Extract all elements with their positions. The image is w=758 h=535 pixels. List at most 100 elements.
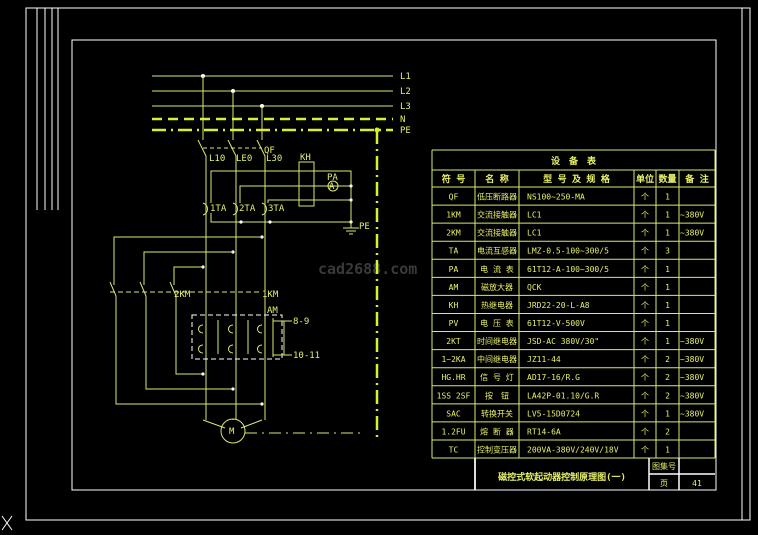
table-cell: 转换开关: [481, 408, 513, 418]
table-cell: ~380V: [680, 355, 704, 364]
table-cell: NS100~250-MA: [527, 193, 585, 202]
bus-l2-label: L2: [400, 87, 411, 97]
table-cell: TA: [449, 247, 459, 256]
table-cell: 1: [665, 409, 670, 418]
table-cell: 个: [641, 409, 649, 418]
table-cell: LC1: [527, 229, 542, 238]
km1-label: 1KM: [262, 290, 279, 300]
table-cell: 个: [641, 283, 649, 292]
table-cell: 个: [641, 427, 649, 436]
table-cell: 2KT: [446, 337, 461, 346]
table-cell: ~380V: [680, 409, 704, 418]
table-cell: 200VA-380V/240V/18V: [527, 445, 619, 454]
table-cell: 1: [665, 265, 670, 274]
table-cell: 个: [641, 373, 649, 382]
table-cell: HG.HR: [441, 373, 465, 382]
table-cell: 熔 断 器: [480, 426, 514, 436]
table-cell: JZ11-44: [527, 355, 561, 364]
table-cell: 3: [665, 247, 670, 256]
table-cell: 磁放大器: [481, 282, 513, 292]
ta2-label: 2TA: [239, 204, 256, 214]
table-cell: LA42P-01.10/G.R: [527, 391, 599, 400]
table-cell: LV5-15D0724: [527, 409, 580, 418]
table-cell: 1: [665, 337, 670, 346]
table-cell: 个: [641, 445, 649, 454]
table-cell: 2: [665, 427, 670, 436]
bus-n-label: N: [400, 115, 405, 125]
le0-label: LE0: [236, 154, 252, 164]
table-cell: 个: [641, 319, 649, 328]
circuit-wiring: [109, 74, 380, 444]
table-cell: 电 流 表: [480, 264, 514, 274]
table-cell: 1SS 2SF: [437, 391, 471, 400]
table-header-0: 符 号: [442, 173, 465, 185]
table-cell: 1~2KA: [441, 355, 465, 364]
table-header-1: 名 称: [485, 173, 508, 185]
table-cell: QCK: [527, 283, 542, 292]
table-cell: 1: [665, 319, 670, 328]
table-cell: 热继电器: [481, 300, 513, 310]
table-cell: 61T12-A-100~300/5: [527, 265, 609, 274]
table-cell: 2KM: [446, 229, 461, 238]
page-label: 页: [660, 479, 668, 488]
ta3-label: 3TA: [268, 204, 285, 214]
bus-l3-label: L3: [400, 102, 411, 112]
table-cell: JRD22-20-L-A8: [527, 301, 590, 310]
table-header-5: 备 注: [684, 173, 708, 185]
table-cell: ~380V: [680, 337, 704, 346]
pe-label: PE: [359, 222, 370, 232]
table-cell: 1: [665, 211, 670, 220]
table-cell: PA: [449, 265, 459, 274]
ta1-label: 1TA: [210, 204, 227, 214]
table-cell: 个: [641, 265, 649, 274]
table-cell: RT14-6A: [527, 427, 561, 436]
table-cell: 61T12-V-500V: [527, 319, 585, 328]
table-cell: 中间继电器: [477, 354, 517, 364]
table-cell: SAC: [446, 409, 461, 418]
table-cell: 交流接触器: [477, 210, 517, 220]
table-cell: 信 号 灯: [480, 372, 514, 382]
table-cell: PV: [449, 319, 459, 328]
table-cell: 个: [641, 229, 649, 238]
table-cell: ~380V: [680, 391, 704, 400]
table-cell: QF: [449, 193, 459, 202]
qf-label: QF: [264, 146, 275, 156]
atlas-number-label: 图集号: [652, 461, 676, 471]
table-cell: ~380V: [680, 211, 704, 220]
table-cell: JSD-AC 380V/30": [527, 337, 599, 346]
bus-pe-label: PE: [400, 126, 411, 136]
table-cell: 个: [641, 337, 649, 346]
table-cell: 交流接触器: [477, 228, 517, 238]
table-cell: 2: [665, 373, 670, 382]
kh-label: KH: [300, 153, 311, 163]
table-cell: 1.2FU: [441, 427, 465, 436]
page-number: 41: [692, 479, 702, 488]
table-cell: 1: [665, 301, 670, 310]
bus-l1-label: L1: [400, 72, 411, 82]
l30-label: L30: [266, 154, 282, 164]
table-cell: 1: [665, 445, 670, 454]
table-header-4: 数量: [658, 173, 676, 185]
table-header-2: 型 号 及 规 格: [543, 173, 611, 185]
motor-label: M: [229, 427, 235, 437]
terminal-8-9: 8-9: [293, 317, 309, 327]
table-cell: 个: [641, 301, 649, 310]
table-cell: 个: [641, 355, 649, 364]
table-header-3: 单位: [636, 173, 654, 185]
table-cell: 个: [641, 247, 649, 256]
table-cell: 电 压 表: [480, 318, 514, 328]
table-cell: 个: [641, 211, 649, 220]
table-cell: 控制变压器: [477, 444, 517, 454]
table-cell: 1: [665, 229, 670, 238]
table-cell: 1: [665, 193, 670, 202]
km2-label: 2KM: [174, 290, 191, 300]
table-cell: ~380V: [680, 373, 704, 382]
table-cell: 电流互感器: [477, 246, 517, 256]
power-buses: [152, 75, 393, 132]
table-title: 设 备 表: [551, 155, 597, 167]
table-cell: LC1: [527, 211, 542, 220]
table-cell: LMZ-0.5-100~300/5: [527, 247, 609, 256]
table-cell: ~380V: [680, 229, 704, 238]
